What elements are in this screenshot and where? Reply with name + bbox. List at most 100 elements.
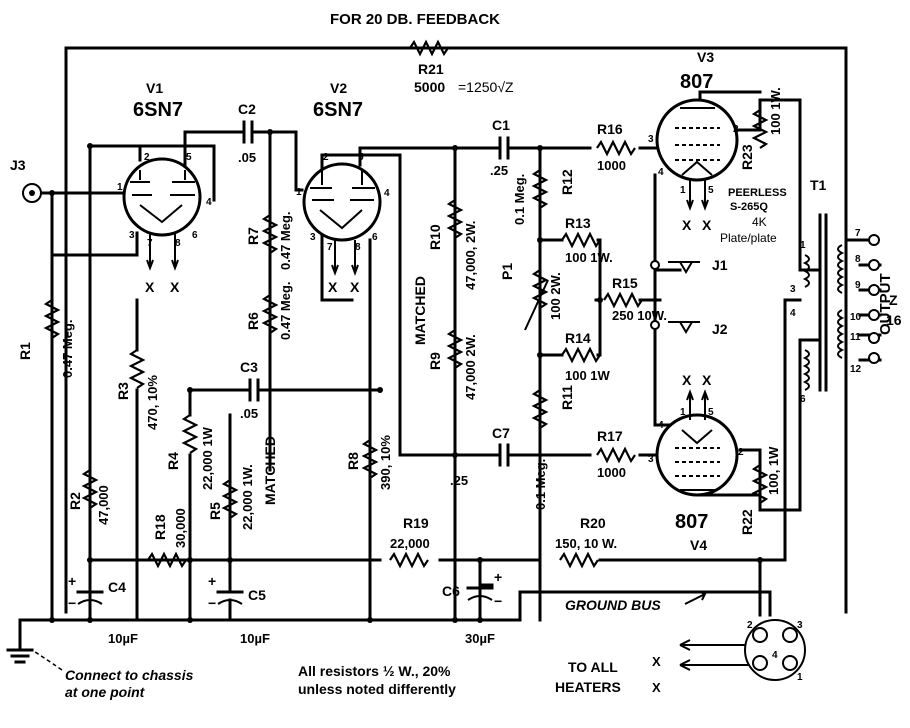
svg-text:3: 3	[790, 284, 796, 295]
r11-ref: R11	[559, 385, 575, 410]
r23-resistor	[751, 109, 769, 149]
r5-resistor	[221, 479, 239, 519]
r8-resistor	[361, 439, 379, 479]
r3-resistor	[128, 349, 146, 389]
r7-resistor	[261, 214, 279, 254]
heaters-label-1: TO ALL	[568, 659, 618, 675]
v3-ref: V3	[697, 49, 714, 65]
r21-value: 5000	[414, 79, 445, 95]
r17-resistor	[596, 446, 636, 464]
v2-type: 6SN7	[313, 99, 363, 121]
x-mark-v3a: X	[682, 217, 692, 233]
r3-ref: R3	[115, 382, 131, 400]
svg-text:1: 1	[296, 187, 302, 198]
v3-tube: 3 2 4 1 5	[648, 98, 739, 211]
svg-text:11: 11	[850, 332, 861, 343]
r5-ref: R5	[207, 502, 223, 520]
svg-text:8: 8	[855, 254, 861, 265]
t1-make: PEERLESS	[728, 187, 787, 199]
chassis-ground-icon	[6, 648, 34, 664]
r20-resistor	[559, 551, 599, 569]
r5-value: 22,000 1W.	[240, 464, 255, 530]
svg-text:5: 5	[186, 152, 192, 163]
r17-ref: R17	[597, 428, 623, 444]
r17-value: 1000	[597, 465, 626, 480]
r16-value: 1000	[597, 158, 626, 173]
r21-ref: R21	[418, 61, 444, 77]
svg-text:2: 2	[323, 152, 329, 163]
c6-capacitor: + −	[466, 569, 502, 609]
r19-value: 22,000	[390, 536, 430, 551]
v1-ref: V1	[146, 80, 163, 96]
svg-text:2: 2	[144, 152, 150, 163]
svg-text:4: 4	[206, 197, 212, 208]
svg-text:+: +	[494, 569, 502, 585]
r19-resistor	[389, 551, 429, 569]
chassis-note-1: Connect to chassis	[65, 667, 194, 683]
r7-value: 0.47 Meg.	[278, 211, 293, 270]
svg-text:9: 9	[855, 280, 861, 291]
c7-ref: C7	[492, 425, 510, 441]
x-mark-v4a: X	[682, 372, 692, 388]
diagram-title: FOR 20 DB. FEEDBACK	[330, 11, 500, 28]
j3-input-jack[interactable]	[22, 183, 42, 203]
c3-capacitor	[238, 378, 272, 402]
heater-x-2: X	[652, 680, 661, 695]
t1-model: S-265Q	[730, 201, 768, 213]
r23-value: 100 1W.	[768, 87, 783, 135]
r16-resistor	[596, 139, 636, 157]
r18-ref: R18	[152, 514, 168, 540]
svg-text:2: 2	[747, 620, 753, 631]
x-mark-v1a: X	[145, 279, 155, 295]
r11-value: 0.1 Meg.	[533, 459, 548, 510]
c1-capacitor	[488, 136, 522, 160]
svg-text:3: 3	[797, 620, 803, 631]
j1-meter-jack[interactable]	[650, 260, 700, 274]
x-mark-v2b: X	[350, 279, 360, 295]
r6-resistor	[261, 294, 279, 334]
svg-text:+: +	[208, 573, 216, 589]
r10-ref: R10	[427, 224, 443, 250]
r2-resistor	[81, 469, 99, 509]
r7-ref: R7	[245, 227, 261, 245]
j2-ref: J2	[712, 321, 728, 337]
svg-text:12: 12	[850, 364, 862, 375]
r22-ref: R22	[739, 509, 755, 535]
c3-value: .05	[240, 406, 258, 421]
r12-resistor	[531, 169, 549, 209]
z-label: Z	[889, 292, 898, 308]
power-socket[interactable]: 2 3 4 1	[744, 619, 806, 683]
t1-output-transformer: 7 8 9 10 11 12 1 3 4 6	[790, 213, 880, 405]
c1-ref: C1	[492, 117, 510, 133]
chassis-note-2: at one point	[65, 684, 146, 700]
c2-capacitor	[230, 120, 264, 144]
r4-resistor	[181, 414, 199, 454]
c7-capacitor	[488, 443, 522, 467]
c1-value: .25	[490, 163, 508, 178]
p1-value: 100 2W.	[548, 272, 563, 320]
matched-label-2: MATCHED	[262, 436, 278, 505]
r20-ref: R20	[580, 515, 606, 531]
svg-text:3: 3	[648, 134, 654, 145]
ground-bus-label: GROUND BUS	[565, 597, 661, 613]
r10-value: 47,000, 2W.	[463, 221, 478, 290]
svg-text:−: −	[68, 595, 76, 611]
output-label: OUTPUT	[877, 273, 894, 335]
r6-value: 0.47 Meg.	[278, 281, 293, 340]
j2-meter-jack[interactable]	[650, 320, 700, 334]
r2-value: 47,000	[96, 485, 111, 525]
x-mark-v4b: X	[702, 372, 712, 388]
r19-ref: R19	[403, 515, 429, 531]
svg-text:6: 6	[372, 232, 378, 243]
r3-value: 470, 10%	[145, 375, 160, 430]
j3-ref: J3	[10, 157, 26, 173]
svg-text:2: 2	[738, 447, 744, 458]
resistor-note-1: All resistors ½ W., 20%	[298, 663, 451, 679]
r6-ref: R6	[245, 312, 261, 330]
r20-value: 150, 10 W.	[555, 536, 617, 551]
r12-ref: R12	[559, 169, 575, 195]
t1-note: Plate/plate	[720, 231, 777, 245]
r1-resistor	[43, 299, 61, 339]
resistor-note-2: unless noted differently	[298, 681, 456, 697]
heater-x-1: X	[652, 654, 661, 669]
